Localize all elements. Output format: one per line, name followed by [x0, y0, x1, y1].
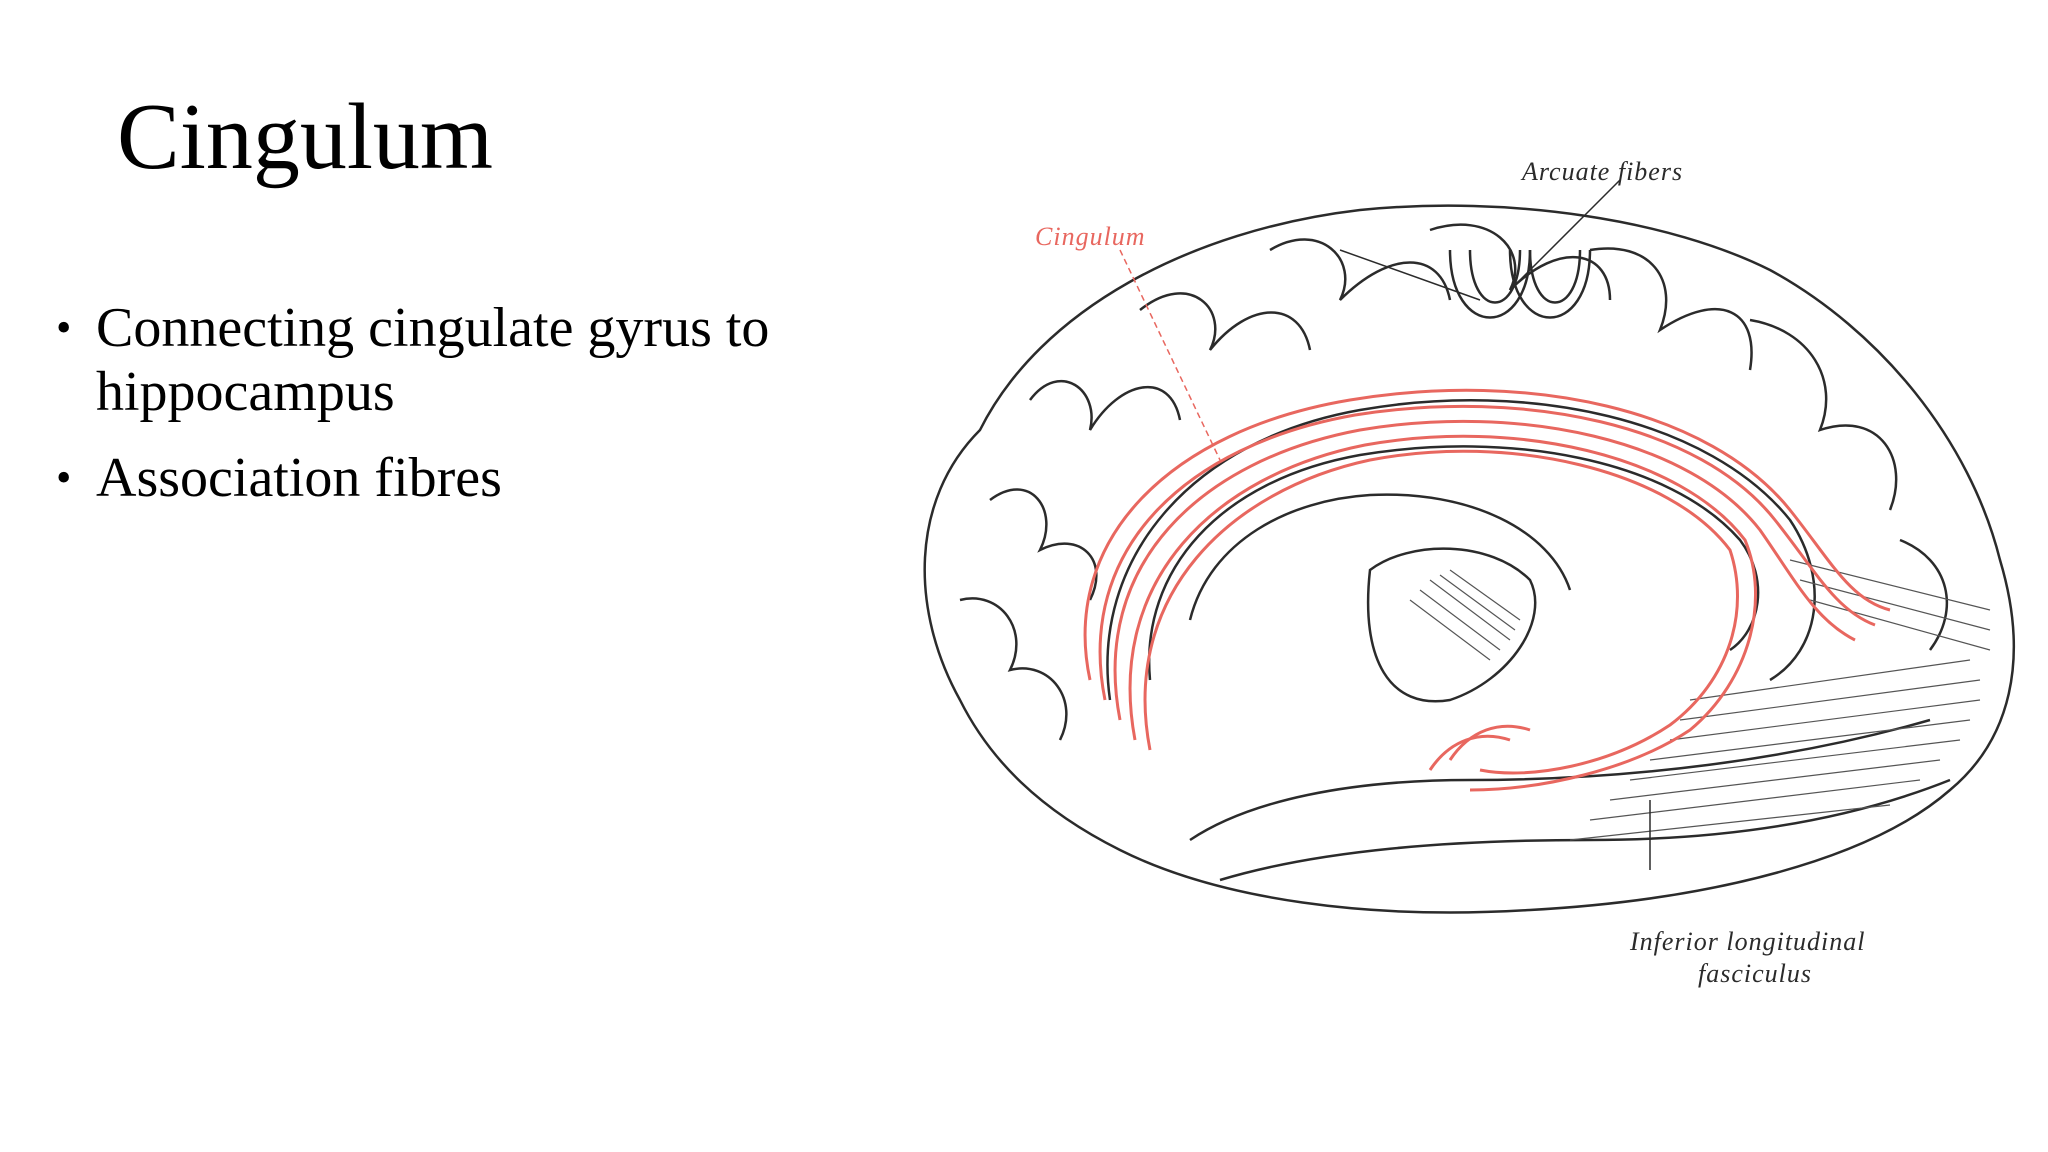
cingulum-label: Cingulum — [1035, 222, 1146, 251]
cingulum-fibers — [1083, 388, 1891, 792]
bullet-item: • Association fibres — [56, 446, 816, 510]
bullet-item: • Connecting cingulate gyrus to hippocam… — [56, 296, 816, 424]
leader-lines — [1339, 179, 1651, 870]
inferior-longitudinal-label-line2: fasciculus — [1698, 959, 1812, 988]
brain-outline — [923, 204, 2015, 914]
cingulum-leader-line — [1119, 249, 1221, 461]
bullet-mark: • — [56, 303, 72, 352]
bullet-mark: • — [56, 453, 72, 502]
inferior-longitudinal-label-line1: Inferior longitudinal — [1629, 927, 1866, 956]
bullet-text: Connecting cingulate gyrus to hippocampu… — [96, 297, 770, 423]
bullet-list: • Connecting cingulate gyrus to hippocam… — [56, 296, 816, 532]
arcuate-fibers-label: Arcuate fibers — [1520, 157, 1683, 186]
bullet-text: Association fibres — [96, 447, 502, 509]
slide-title: Cingulum — [117, 85, 494, 189]
arcuate-fibers — [1448, 249, 1592, 319]
brain-shading — [1409, 559, 1991, 841]
brain-illustration: Cingulum Arcuate fibers Inferior longitu… — [890, 140, 2040, 1020]
brain-medial-view-drawing: Cingulum Arcuate fibers Inferior longitu… — [923, 157, 2015, 988]
